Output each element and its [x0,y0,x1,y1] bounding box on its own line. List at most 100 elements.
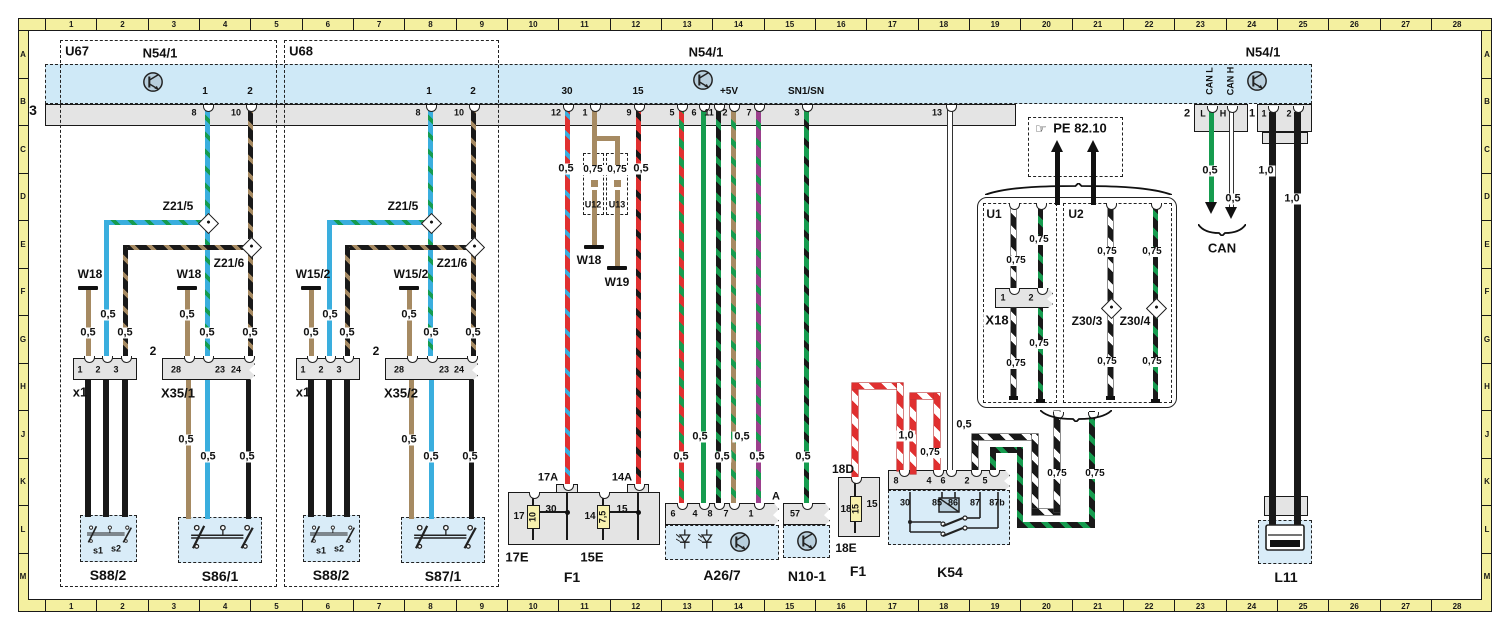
wire-pin2-a26 [730,110,736,505]
label-28: 28 [170,364,182,375]
switch-symbol-s86-1 [183,524,259,552]
wire-u2-right-lower [1152,313,1158,399]
ruler-cell-14: 14 [712,600,763,612]
wire-u68-z215-branch-v [326,222,332,356]
label-0-5: 0,5 [197,326,217,339]
label-0-5: 0,5 [556,162,576,175]
wire-u68-pin10-upper [470,110,476,239]
label-z21-6: Z21/6 [213,256,245,270]
pin-socket [633,484,645,491]
wire-u68-pin10-lower [470,253,476,357]
label-0-5: 0,5 [671,450,691,463]
ruler-cell-K: K [18,457,28,506]
pin-socket [1008,203,1020,210]
ruler-cell-A: A [18,30,28,78]
f1c-internal-4 [532,529,534,540]
ruler-cell-13: 13 [660,600,712,612]
wire-u68-s88-1 [308,380,314,517]
ruler-cell-20: 20 [1020,600,1071,612]
f1c-internal-7 [602,529,604,540]
wire-u1-right-upper [1037,208,1043,289]
pin-socket [850,477,862,484]
transistor-icon-n10-1 [796,530,818,552]
ruler-cell-15: 15 [763,600,815,612]
U1-boundary [983,203,1057,403]
wire-k54-87-to-u1u2 [972,434,1038,440]
label-30: 30 [899,497,911,508]
wire-can-h [1228,112,1234,208]
S87-1-switch [401,517,485,563]
label-0-5: 0,5 [956,418,972,431]
label-w19: W19 [604,275,630,289]
ruler-cell-H: H [1482,362,1492,411]
label-z21-5: Z21/5 [162,199,194,213]
wire-k54-87-to-u1u2 [1032,434,1038,515]
label-s2: s2 [333,543,345,554]
ruler-cell-25: 25 [1276,600,1328,612]
can-brace [1198,224,1246,236]
label--5v: +5V [719,86,739,97]
label-0-5: 0,5 [399,433,419,446]
label-7-5: 7,5 [597,510,608,524]
pin-socket [83,356,95,363]
ruler-cell-5: 5 [250,600,301,612]
label-can-l: CAN L [1204,67,1215,95]
wire-u68-z216-branch-v [344,247,350,356]
label-9: 9 [626,107,632,118]
label-0-5: 0,5 [399,308,419,321]
wire-k54-87b-to-u1u2 [1017,522,1095,528]
transistor-icon-a26-7 [729,531,751,553]
label-0-75: 0,75 [605,164,629,175]
label-18d: 18D [831,462,855,476]
label-0-5: 0,5 [237,450,257,463]
label-0-75: 0,75 [581,164,605,175]
pin-socket [589,105,601,112]
wire-u67-s86-brown [185,380,191,519]
label-8: 8 [707,508,713,519]
pin-socket [306,356,318,363]
label-n10-1: N10-1 [787,568,827,584]
label-17a: 17A [537,471,559,484]
label-u13: U13 [608,199,626,210]
led-icon-a26-7-1 [676,529,692,549]
ruler-cell-F: F [18,267,28,316]
label-6: 6 [670,508,676,519]
ruler-cell-3: 3 [147,600,199,612]
label-0-75: 0,75 [1095,246,1119,257]
wire-u68-s87-black [468,380,474,519]
wire-u67-z215-branch-v [103,222,109,356]
label-f1: F1 [849,563,867,579]
wire-u67-s86-blue [204,380,210,519]
n54-1-connector-row [45,104,1016,126]
ruler-cell-7: 7 [352,600,404,612]
label-2: 2 [95,364,101,375]
ruler-cell-24: 24 [1225,18,1277,30]
label-u1: U1 [986,207,1002,221]
can-h-arrow [1225,207,1237,219]
label-2: 2 [247,86,253,97]
pin-socket [698,503,710,510]
label-28: 28 [393,364,405,375]
label-5: 5 [669,107,675,118]
label-l11: L11 [1274,569,1298,585]
ruler-cell-9: 9 [455,600,507,612]
u1u2-feed-brace [1040,410,1112,422]
wire-pin13-k54 [947,110,953,471]
label-30: 30 [561,86,573,97]
label-6: 6 [940,475,946,486]
ruler-cell-24: 24 [1225,600,1277,612]
label-1: 1 [202,86,208,97]
label-7: 7 [746,107,752,118]
ruler-cell-27: 27 [1379,600,1431,612]
label-17e: 17E [505,549,529,565]
ruler-cell-4: 4 [198,18,250,30]
wire-u68-z216-branch-h [344,244,476,250]
label-0-75: 0,75 [1083,468,1107,479]
wire-u13-lower [614,190,620,266]
label-s2: s2 [110,543,122,554]
label-z30-3: Z30/3 [1069,314,1105,328]
pin-socket [1150,203,1162,210]
wire-u1-left-upper [1010,208,1016,289]
label-15: 15 [616,504,628,515]
label-n54-1: N54/1 [688,44,724,60]
